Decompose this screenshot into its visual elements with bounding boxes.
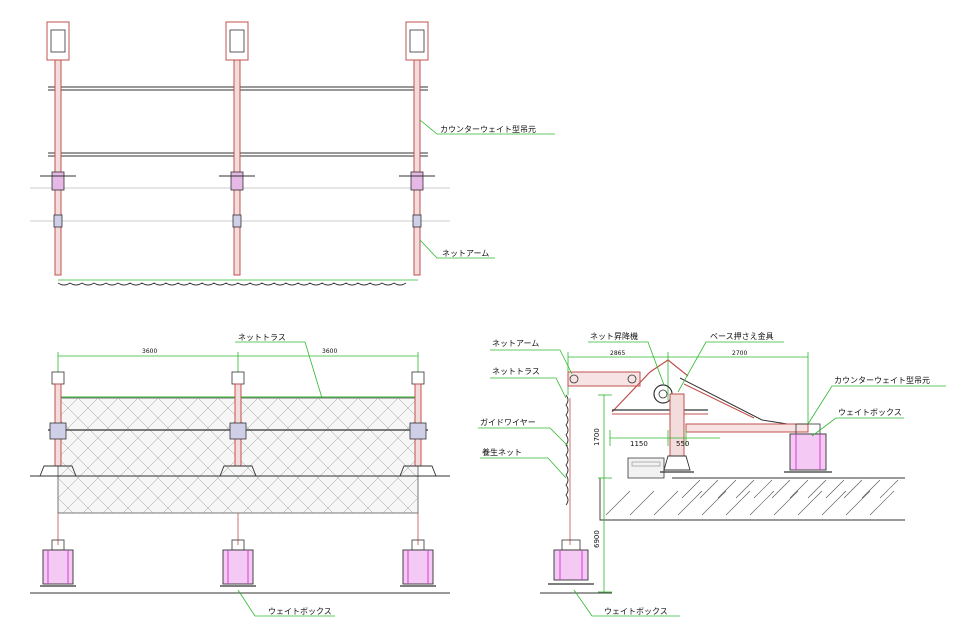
label-net-truss-front: ネットトラス bbox=[238, 333, 286, 342]
label-guide-wire: ガイドワイヤー bbox=[480, 417, 536, 427]
label-base-clamp: ベース押さえ金具 bbox=[710, 331, 774, 341]
leader-weight-box-side-right bbox=[811, 417, 904, 437]
leader-base-clamp bbox=[677, 341, 784, 393]
leader-curing-net bbox=[480, 457, 567, 479]
leader-guide-wire bbox=[478, 427, 569, 447]
front-elevation-view: 3600 3600 ネットトラス bbox=[30, 333, 450, 617]
front-post-3 bbox=[399, 371, 437, 477]
leader-net-arm-top bbox=[419, 239, 495, 259]
dim-front-span-right: 3600 bbox=[322, 348, 337, 355]
side-net-arm bbox=[567, 371, 641, 387]
label-net-lift: ネット昇降機 bbox=[590, 331, 638, 341]
front-post-2 bbox=[219, 371, 257, 477]
side-curing-net bbox=[565, 394, 569, 506]
label-counterweight-hanger-side: カウンターウェイト型吊元 bbox=[834, 376, 930, 385]
leader-net-truss-front bbox=[235, 341, 323, 399]
leader-net-truss-side bbox=[490, 377, 567, 399]
leader-counterweight-hanger-side bbox=[807, 385, 946, 425]
dim-side-1700: 1700 bbox=[593, 428, 601, 446]
front-weight-box-1 bbox=[40, 539, 76, 587]
leader-weight-box-front bbox=[237, 589, 335, 617]
side-weight-box-bottom bbox=[540, 539, 612, 594]
top-post-2 bbox=[219, 21, 255, 276]
top-post-1 bbox=[40, 21, 76, 276]
label-weight-box-side-bottom: ウェイトボックス bbox=[604, 607, 668, 616]
side-base-beam bbox=[685, 423, 809, 433]
leader-counterweight-hanger bbox=[419, 119, 555, 135]
label-curing-net: 養生ネット bbox=[482, 447, 522, 457]
label-net-arm-top: ネットアーム bbox=[442, 249, 489, 258]
label-counterweight-hanger-top: カウンターウェイト型吊元 bbox=[440, 125, 536, 134]
front-weight-box-3 bbox=[400, 539, 436, 587]
leader-net-arm-side bbox=[490, 349, 573, 375]
wall-block bbox=[627, 457, 665, 479]
side-section-view: 2865 2700 1150 550 bbox=[478, 331, 946, 617]
dim-side-6900: 6900 bbox=[593, 530, 601, 548]
ground-hatch bbox=[605, 479, 899, 516]
dim-side-top-right: 2700 bbox=[732, 350, 747, 357]
label-weight-box-side-right: ウェイトボックス bbox=[838, 408, 902, 417]
label-net-truss-side: ネットトラス bbox=[492, 367, 540, 376]
top-plan-view: カウンターウェイト型吊元 ネットアーム bbox=[30, 21, 555, 286]
dim-front-span-left: 3600 bbox=[142, 348, 157, 355]
label-net-arm-side: ネットアーム bbox=[492, 339, 539, 348]
net-lift-winch bbox=[653, 384, 673, 404]
dim-side-top-left: 2865 bbox=[610, 350, 625, 357]
top-post-3 bbox=[399, 21, 435, 276]
leader-weight-box-side-bottom bbox=[573, 589, 680, 617]
front-weight-box-2 bbox=[220, 539, 256, 587]
side-weight-box-right bbox=[784, 423, 832, 473]
front-post-1 bbox=[39, 371, 77, 477]
dim-side-550: 550 bbox=[676, 440, 689, 448]
dim-side-1150: 1150 bbox=[630, 440, 648, 448]
leader-net-lift bbox=[588, 341, 665, 386]
label-weight-box-front: ウェイトボックス bbox=[268, 607, 332, 616]
mesh-lines bbox=[57, 397, 419, 514]
